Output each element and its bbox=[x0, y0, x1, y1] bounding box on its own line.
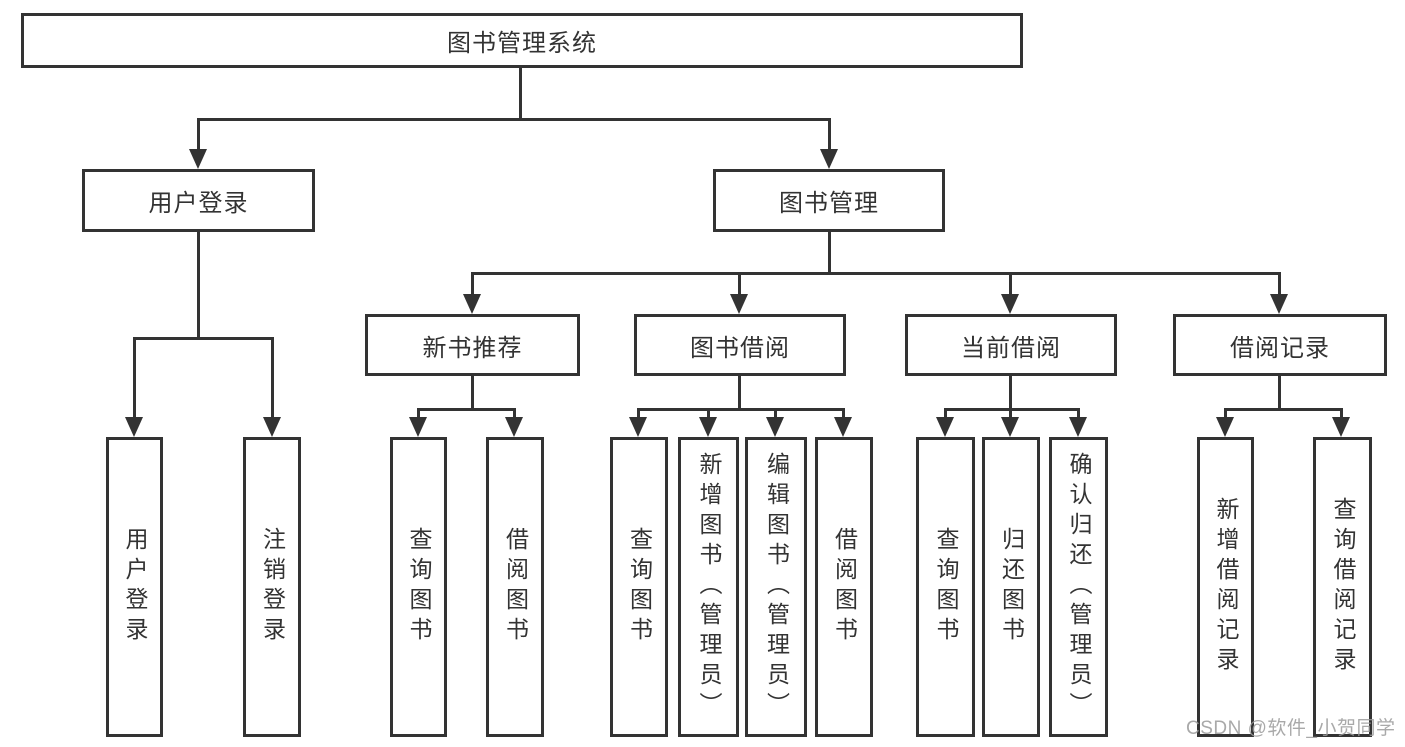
connector-borrow-stem bbox=[738, 376, 741, 408]
leaf-label: 查询借阅记录 bbox=[1330, 497, 1356, 677]
node-book-borrow: 图书借阅 bbox=[634, 314, 846, 376]
arrowhead-icon bbox=[1069, 417, 1087, 437]
connector-arrow-shaft bbox=[271, 337, 274, 422]
node-book-borrow-label: 图书借阅 bbox=[690, 334, 790, 362]
leaf-label: 确认归还（管理员） bbox=[1066, 452, 1092, 722]
connector-arrow-shaft bbox=[197, 118, 200, 154]
leaf-label: 注销登录 bbox=[259, 527, 286, 647]
arrowhead-icon bbox=[699, 417, 717, 437]
arrowhead-icon bbox=[505, 417, 523, 437]
leaf-query-borrow-record: 查询借阅记录 bbox=[1313, 437, 1372, 737]
arrowhead-icon bbox=[834, 417, 852, 437]
connector-arrow-shaft bbox=[944, 408, 947, 422]
leaf-query-books-recommend: 查询图书 bbox=[390, 437, 447, 737]
node-user-login: 用户登录 bbox=[82, 169, 315, 232]
leaf-label: 查询图书 bbox=[406, 527, 432, 647]
leaf-logout: 注销登录 bbox=[243, 437, 301, 737]
leaf-add-books-admin: 新增图书（管理员） bbox=[678, 437, 739, 737]
connector-current-stem bbox=[1009, 376, 1012, 408]
arrowhead-icon bbox=[1001, 294, 1019, 314]
connector-arrow-shaft bbox=[1009, 408, 1012, 422]
connector-arrow-shaft bbox=[842, 408, 845, 422]
connector-arrow-shaft bbox=[828, 118, 831, 154]
node-current-borrow-label: 当前借阅 bbox=[961, 334, 1061, 362]
node-root-label: 图书管理系统 bbox=[447, 30, 597, 57]
leaf-label: 归还图书 bbox=[998, 527, 1025, 647]
connector-root-stem bbox=[519, 68, 522, 118]
node-borrow-records-label: 借阅记录 bbox=[1230, 334, 1330, 362]
connector-recommend-stem bbox=[471, 376, 474, 408]
connector-arrow-shaft bbox=[707, 408, 710, 422]
connector-user-stem bbox=[197, 232, 200, 337]
leaf-label: 用户登录 bbox=[122, 527, 148, 647]
arrowhead-icon bbox=[463, 294, 481, 314]
connector-user-branch bbox=[133, 337, 274, 340]
leaf-label: 编辑图书（管理员） bbox=[763, 452, 790, 722]
leaf-label: 新增借阅记录 bbox=[1213, 497, 1239, 677]
arrowhead-icon bbox=[1216, 417, 1234, 437]
connector-arrow-shaft bbox=[133, 337, 136, 422]
connector-arrow-shaft bbox=[513, 408, 516, 422]
connector-root-branch bbox=[197, 118, 831, 121]
connector-arrow-shaft bbox=[417, 408, 420, 422]
arrowhead-icon bbox=[189, 149, 207, 169]
connector-arrow-shaft bbox=[1009, 272, 1012, 300]
connector-arrow-shaft bbox=[637, 408, 640, 422]
arrowhead-icon bbox=[730, 294, 748, 314]
arrowhead-icon bbox=[125, 417, 143, 437]
arrowhead-icon bbox=[766, 417, 784, 437]
leaf-label: 借阅图书 bbox=[502, 527, 529, 647]
leaf-label: 新增图书（管理员） bbox=[696, 452, 722, 722]
arrowhead-icon bbox=[263, 417, 281, 437]
leaf-borrow-books: 借阅图书 bbox=[815, 437, 873, 737]
leaf-label: 借阅图书 bbox=[831, 527, 858, 647]
leaf-edit-books-admin: 编辑图书（管理员） bbox=[745, 437, 807, 737]
arrowhead-icon bbox=[1270, 294, 1288, 314]
connector-arrow-shaft bbox=[1224, 408, 1227, 422]
leaf-add-borrow-record: 新增借阅记录 bbox=[1197, 437, 1254, 737]
arrowhead-icon bbox=[936, 417, 954, 437]
node-user-login-label: 用户登录 bbox=[148, 190, 249, 217]
node-current-borrow: 当前借阅 bbox=[905, 314, 1117, 376]
connector-arrow-shaft bbox=[471, 272, 474, 300]
node-borrow-records: 借阅记录 bbox=[1173, 314, 1387, 376]
node-root: 图书管理系统 bbox=[21, 13, 1023, 68]
leaf-query-books-current: 查询图书 bbox=[916, 437, 975, 737]
node-book-management-label: 图书管理 bbox=[779, 190, 879, 217]
node-new-book-recommend: 新书推荐 bbox=[365, 314, 580, 376]
arrowhead-icon bbox=[409, 417, 427, 437]
arrowhead-icon bbox=[1332, 417, 1350, 437]
connector-borrow-branch bbox=[637, 408, 845, 411]
connector-records-branch bbox=[1224, 408, 1343, 411]
connector-arrow-shaft bbox=[1278, 272, 1281, 300]
node-new-book-recommend-label: 新书推荐 bbox=[422, 334, 523, 362]
connector-records-stem bbox=[1278, 376, 1281, 408]
leaf-label: 查询图书 bbox=[626, 527, 653, 647]
arrowhead-icon bbox=[1001, 417, 1019, 437]
connector-current-branch bbox=[944, 408, 1080, 411]
leaf-user-login: 用户登录 bbox=[106, 437, 163, 737]
connector-arrow-shaft bbox=[774, 408, 777, 422]
arrowhead-icon bbox=[820, 149, 838, 169]
leaf-label: 查询图书 bbox=[933, 527, 959, 647]
leaf-return-books: 归还图书 bbox=[982, 437, 1040, 737]
connector-recommend-branch bbox=[417, 408, 516, 411]
leaf-confirm-return-admin: 确认归还（管理员） bbox=[1049, 437, 1108, 737]
node-book-management: 图书管理 bbox=[713, 169, 945, 232]
connector-mgmt-branch bbox=[471, 272, 1281, 275]
leaf-borrow-books-recommend: 借阅图书 bbox=[486, 437, 544, 737]
connector-mgmt-stem bbox=[828, 232, 831, 272]
connector-arrow-shaft bbox=[738, 272, 741, 300]
arrowhead-icon bbox=[629, 417, 647, 437]
csdn-watermark: CSDN @软件_小贺同学 bbox=[1186, 718, 1396, 739]
connector-arrow-shaft bbox=[1340, 408, 1343, 422]
leaf-query-books-borrow: 查询图书 bbox=[610, 437, 668, 737]
connector-arrow-shaft bbox=[1077, 408, 1080, 422]
